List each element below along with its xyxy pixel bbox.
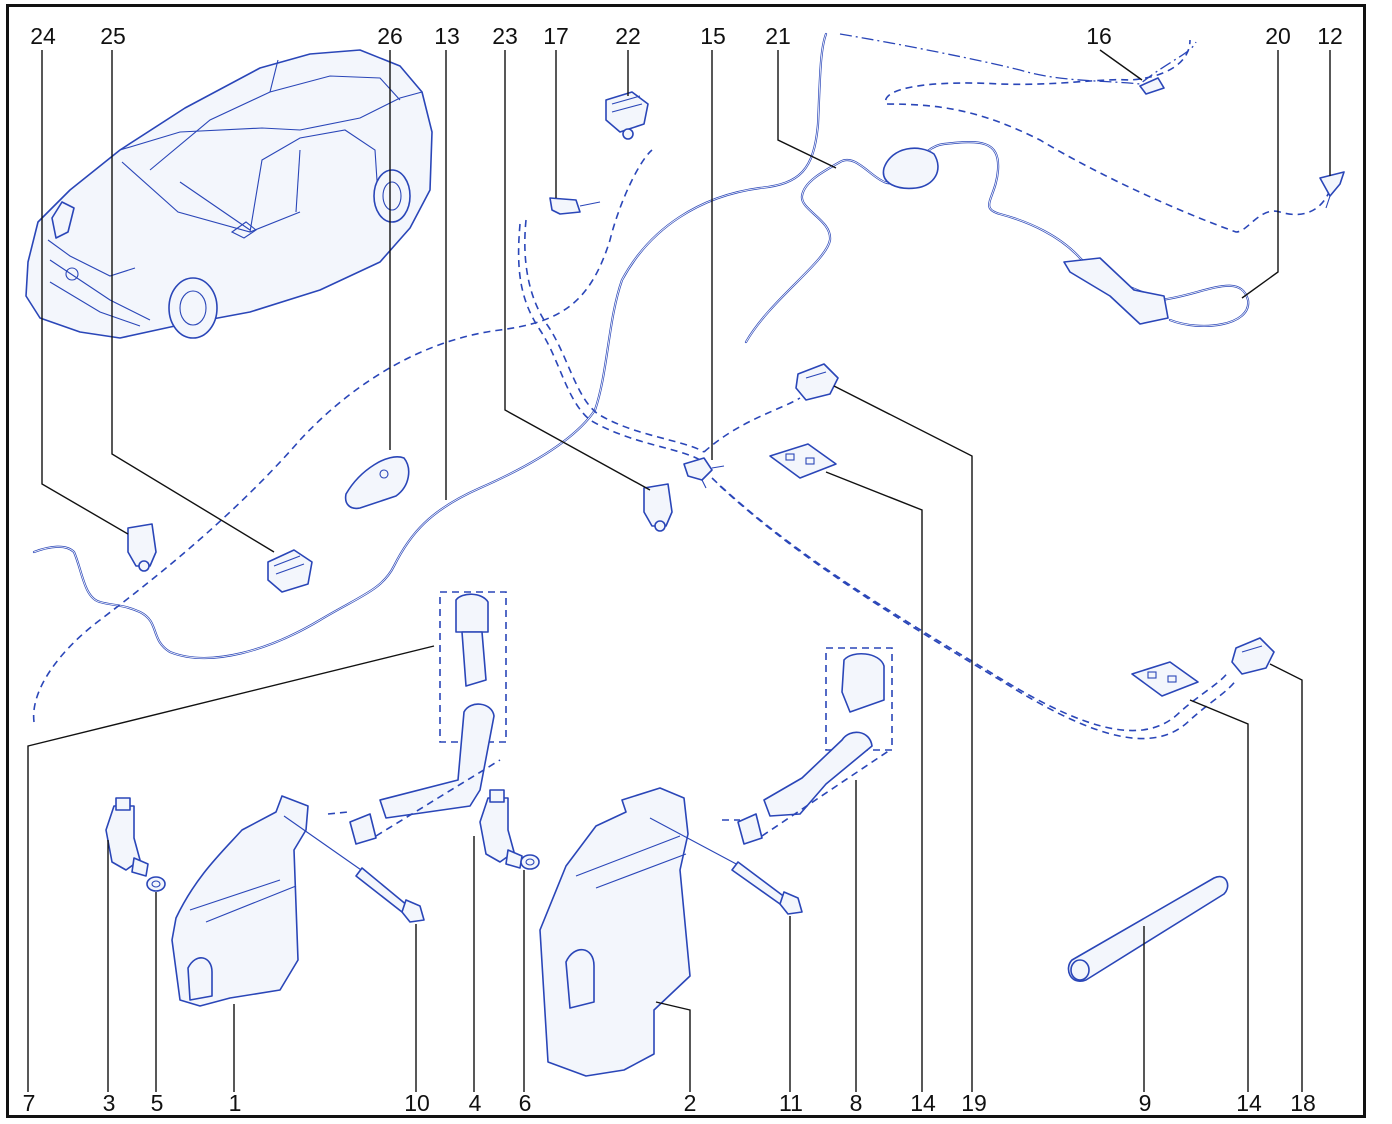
nozzle-12: [1319, 171, 1345, 209]
clip-23: [643, 483, 673, 532]
callout-21: 21: [765, 23, 791, 49]
callout-24: 24: [30, 23, 56, 49]
filler-neck-8: [737, 731, 873, 845]
nozzle-18: [1231, 637, 1275, 675]
pump-assembly-20: [1063, 257, 1169, 325]
callout-8: 8: [849, 1090, 863, 1116]
callout-17: 17: [543, 23, 569, 49]
callout-12: 12: [1317, 23, 1343, 49]
pump-4: [479, 789, 523, 869]
callout-18: 18: [1290, 1090, 1316, 1116]
cover-26: [344, 456, 410, 510]
filler-cap-8: [841, 653, 885, 713]
connector-16: [1139, 77, 1165, 95]
callout-9: 9: [1138, 1090, 1152, 1116]
clip-24: [127, 523, 157, 572]
seal-5: [146, 876, 166, 892]
bolt-10: [283, 815, 425, 923]
clip-22: [605, 91, 649, 140]
bracket-14-upper: [769, 443, 837, 479]
callout-10: 10: [404, 1090, 430, 1116]
seal-6: [520, 854, 540, 870]
callout-22: 22: [615, 23, 641, 49]
callout-1: 1: [228, 1090, 242, 1116]
callout-13: 13: [434, 23, 460, 49]
callout-14-right: 14: [1236, 1090, 1262, 1116]
callout-6: 6: [518, 1090, 532, 1116]
callout-19: 19: [961, 1090, 987, 1116]
callout-7: 7: [22, 1090, 36, 1116]
valve-17: [549, 197, 601, 215]
filler-neck-7: [349, 703, 495, 845]
bolt-11: [649, 817, 803, 915]
leader-lines: [27, 49, 1331, 1092]
callout-16: 16: [1086, 23, 1112, 49]
clip-25: [267, 549, 313, 593]
callout-4: 4: [468, 1090, 482, 1116]
callout-15: 15: [700, 23, 726, 49]
callout-25: 25: [100, 23, 126, 49]
nozzle-19: [795, 363, 839, 401]
callout-26: 26: [377, 23, 403, 49]
bracket-14-lower: [1131, 661, 1199, 697]
washer-reservoir-2: [539, 787, 691, 1077]
callout-3: 3: [102, 1090, 116, 1116]
callout-23: 23: [492, 23, 518, 49]
callout-11: 11: [779, 1090, 803, 1116]
hose-9: [1067, 875, 1229, 982]
callout-2: 2: [683, 1090, 697, 1116]
filler-cap-7: [455, 593, 489, 687]
pump-3: [105, 797, 149, 877]
callout-20: 20: [1265, 23, 1291, 49]
car-illustration: [25, 49, 433, 339]
callout-14-left: 14: [910, 1090, 936, 1116]
washer-reservoir-1: [171, 795, 309, 1007]
grommet-21: [882, 147, 939, 190]
reservoir-location-icon: [51, 201, 75, 239]
tee-connector-15: [683, 457, 725, 489]
tubing-routes: [32, 32, 1331, 740]
callout-5: 5: [150, 1090, 164, 1116]
diagram-frame: [6, 4, 1366, 1118]
